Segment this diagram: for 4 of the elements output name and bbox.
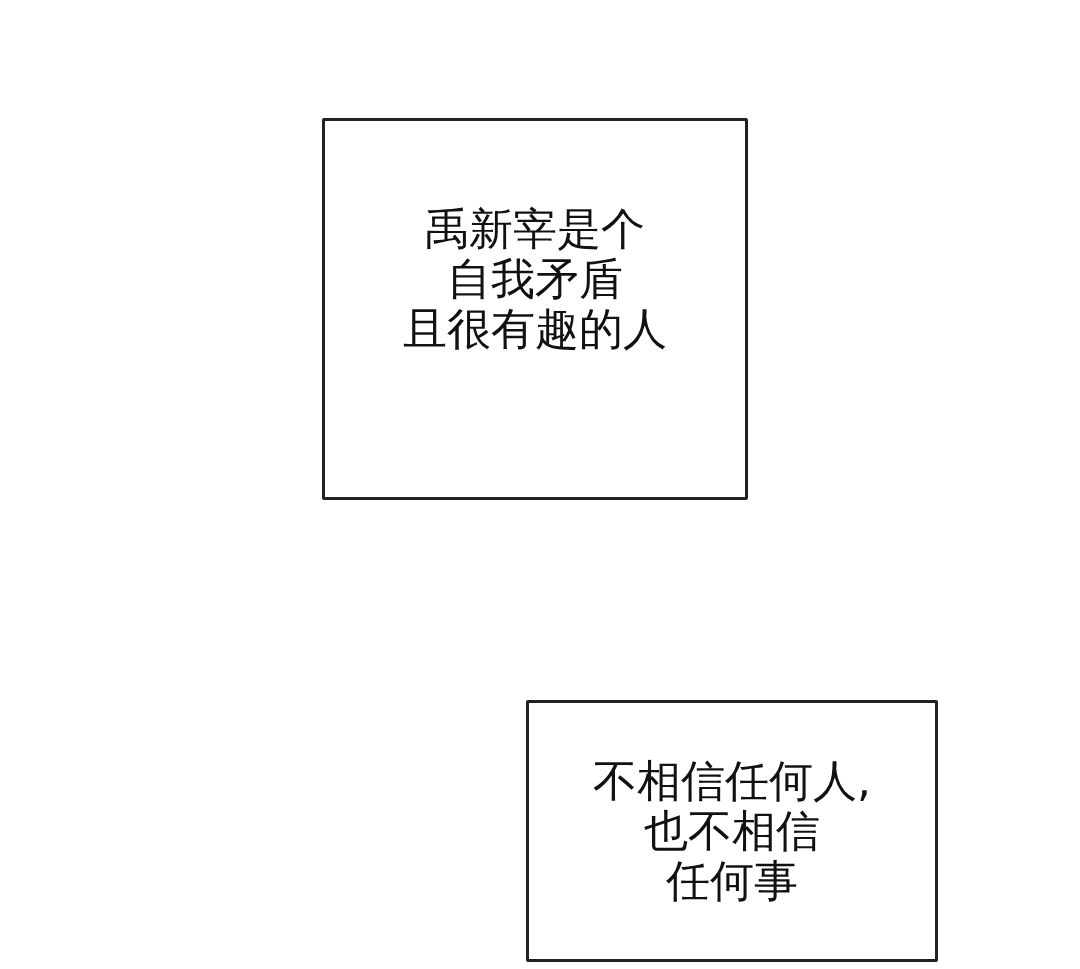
caption-box <box>526 700 938 962</box>
caption-box <box>322 118 748 500</box>
caption-text: 禹新宰是个自我矛盾且很有趣的人 <box>403 204 667 354</box>
caption-text: 不相信任何人,也不相信任何事 <box>593 756 871 906</box>
